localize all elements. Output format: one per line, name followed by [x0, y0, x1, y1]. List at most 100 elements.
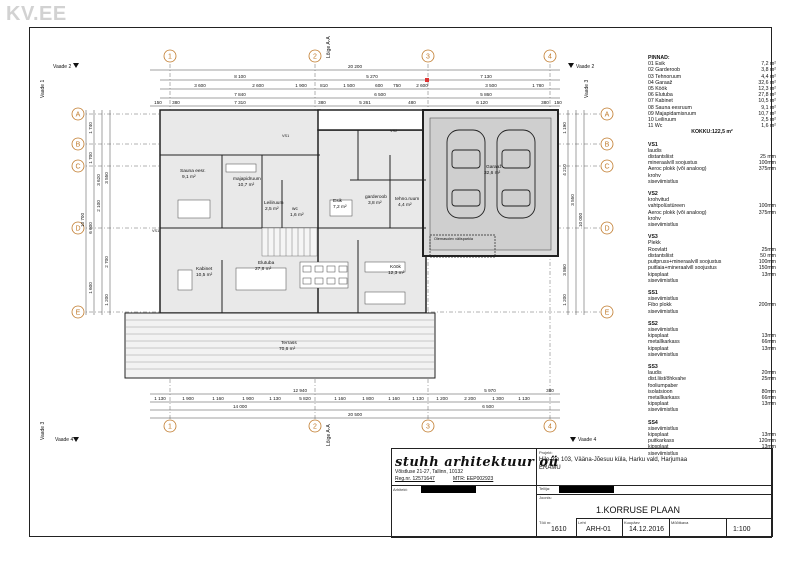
room-name-esik: Esik	[333, 198, 343, 204]
structure-layer-row: Plekk	[648, 240, 776, 246]
view-label-vaade2-top-left: Vaade 2	[53, 64, 71, 70]
dim-bottom-row1-2: 380	[546, 388, 554, 393]
structure-layer-row: krohv	[648, 216, 776, 222]
view-label-vaade4-right: Vaade 4	[578, 437, 596, 443]
structure-layer-material: mineraalvill soojustus	[648, 160, 698, 167]
company-address: Võistluse 21-27, Tallinn, 10132	[395, 469, 464, 475]
room-name-majapidruum: majapidruum	[233, 176, 261, 182]
structure-layer-material: siseviimistlus	[648, 326, 679, 333]
dimension-text-bottom: 12 940 5 970 380 1 130 1 900 1 160 1 900…	[154, 388, 554, 417]
axis-label-2-bottom: 2	[313, 424, 317, 431]
dim-bottom-row2-1: 6 500	[482, 404, 494, 409]
stair	[261, 227, 318, 257]
dim-left-2: 3 620	[96, 174, 101, 186]
mootkava-value: 1:100	[733, 526, 751, 533]
pinnad-room-name: 11 Wc	[648, 123, 663, 130]
axis-label-C-right: C	[604, 164, 609, 171]
dim-bottom-small-11: 2 200	[464, 396, 476, 401]
pinnad-room-name: 05 Köök	[648, 86, 668, 93]
projekt-address: Hile tee 103, Vääna-Jõesuu küla, Harku v…	[539, 457, 688, 463]
structure-layer-material: kipsplaat	[648, 444, 669, 451]
structure-layer-row: siseviimistlus	[648, 309, 776, 315]
dim-bottom-row2-0: 14 000	[233, 404, 247, 409]
axis-label-D-left: D	[75, 226, 80, 233]
structure-layer-material: siseviimistlus	[648, 296, 679, 303]
red-marker	[425, 78, 429, 82]
joonis-label: Joonis:	[539, 495, 552, 500]
pinnad-room-name: 02 Garderoob	[648, 67, 681, 74]
structure-layer-thickness: 100mm	[758, 160, 776, 167]
dim-top-row1-1: 5 270	[366, 74, 378, 79]
structure-layer-row: Aeroc plokk (või analoog)375mm	[648, 166, 776, 172]
room-area-garderoob: 3,8 m²	[368, 200, 382, 206]
structure-layer-thickness: 120mm	[758, 438, 776, 445]
dim-bottom-row1-0: 12 940	[293, 388, 307, 393]
dim-bottom-small-13: 1 130	[518, 396, 530, 401]
structure-title: SS1	[648, 289, 658, 296]
dim-top-row4-1: 380	[172, 100, 180, 105]
structure-layer-material: kipsplaat	[648, 401, 669, 408]
structure-title: VS2	[648, 191, 658, 198]
dimension-lines-top	[150, 69, 560, 107]
pinnad-room-area: 2,5 m²	[761, 117, 776, 124]
axis-label-D-right: D	[604, 226, 609, 233]
room-area-leiliruum: 2,5 m²	[265, 206, 279, 212]
dim-left-1: 1 700	[88, 152, 93, 164]
room-labels: Sauna eesr. 9,1 m² majapidruum 10,7 m² L…	[180, 164, 502, 352]
projekt-type: ERAMU	[539, 465, 561, 471]
pinnad-room-area: 3,8 m²	[761, 67, 776, 74]
structure-layer-row: siseviimistlus	[648, 426, 776, 432]
room-area-elutuba: 27,8 m²	[255, 266, 272, 272]
structure-layer-material: siseviimistlus	[648, 407, 679, 414]
axis-label-A-left: A	[76, 112, 81, 119]
pinnad-room-area: 9,1 m²	[761, 104, 776, 111]
structure-title: SS3	[648, 363, 658, 370]
structure-title: SS4	[648, 419, 658, 426]
structure-layer-material: distantsliist	[648, 252, 674, 259]
dim-bottom-small-5: 5 820	[299, 396, 311, 401]
dim-top-row2-1: 2 600	[252, 83, 264, 88]
pinnad-title: PINNAD:	[648, 55, 670, 61]
dim-right-4: 3 860	[562, 264, 567, 276]
kuup-value: 14.12.2016	[629, 526, 665, 533]
dim-bottom-small-10: 1 200	[436, 396, 448, 401]
structure-layer-material: siseviimistlus	[648, 351, 679, 358]
structure-layer-thickness: 66mm	[761, 394, 776, 401]
pinnad-room-name: 07 Kabinet	[648, 98, 673, 105]
structure-layer-row: mineraalvill soojustus 100mm	[648, 160, 776, 166]
tood-value: 1610	[551, 526, 567, 533]
joonis-title: 1.KORRUSE PLAAN	[596, 505, 681, 515]
parking-outline	[429, 234, 496, 258]
axis-label-3-top: 3	[426, 54, 430, 61]
leht-value: ARH-01	[586, 526, 611, 533]
tag-vs1-top: VS1	[282, 134, 289, 138]
dimension-lines-right	[567, 110, 585, 315]
structure-layer-thickness: 80mm	[761, 388, 776, 395]
room-area-sauna-eesr: 9,1 m²	[182, 174, 196, 180]
structure-title: VS3	[648, 234, 658, 241]
pinnad-row: 02 Garderoob 3,8 m²	[648, 67, 776, 73]
pinnad-room-area: 32,6 m²	[758, 79, 776, 86]
arhitekt-label: Arhitekt:	[393, 487, 408, 492]
dim-left-5: 6 600	[88, 222, 93, 234]
room-name-terrass: Terrass	[281, 340, 297, 346]
dim-left-7: 2 700	[104, 256, 109, 268]
room-area-tehnoruum: 4,4 m²	[398, 202, 412, 208]
view-label-vaade1: Vaade 1	[40, 80, 46, 98]
structure-layer-material: siseviimistlus	[648, 222, 679, 229]
axis-label-2-top: 2	[313, 54, 317, 61]
structure-layer-material: metallkarkass	[648, 339, 680, 346]
dim-top-row2-9: 1 780	[532, 83, 544, 88]
structure-layer-material: Fibo plokk	[648, 302, 672, 309]
dim-top-row3-1: 6 500	[374, 92, 386, 97]
structure-layer-row: fooliumpaber	[648, 383, 776, 389]
room-name-tehnoruum: tehno.ruum	[395, 196, 419, 202]
dim-top-row2-6: 750	[393, 83, 401, 88]
